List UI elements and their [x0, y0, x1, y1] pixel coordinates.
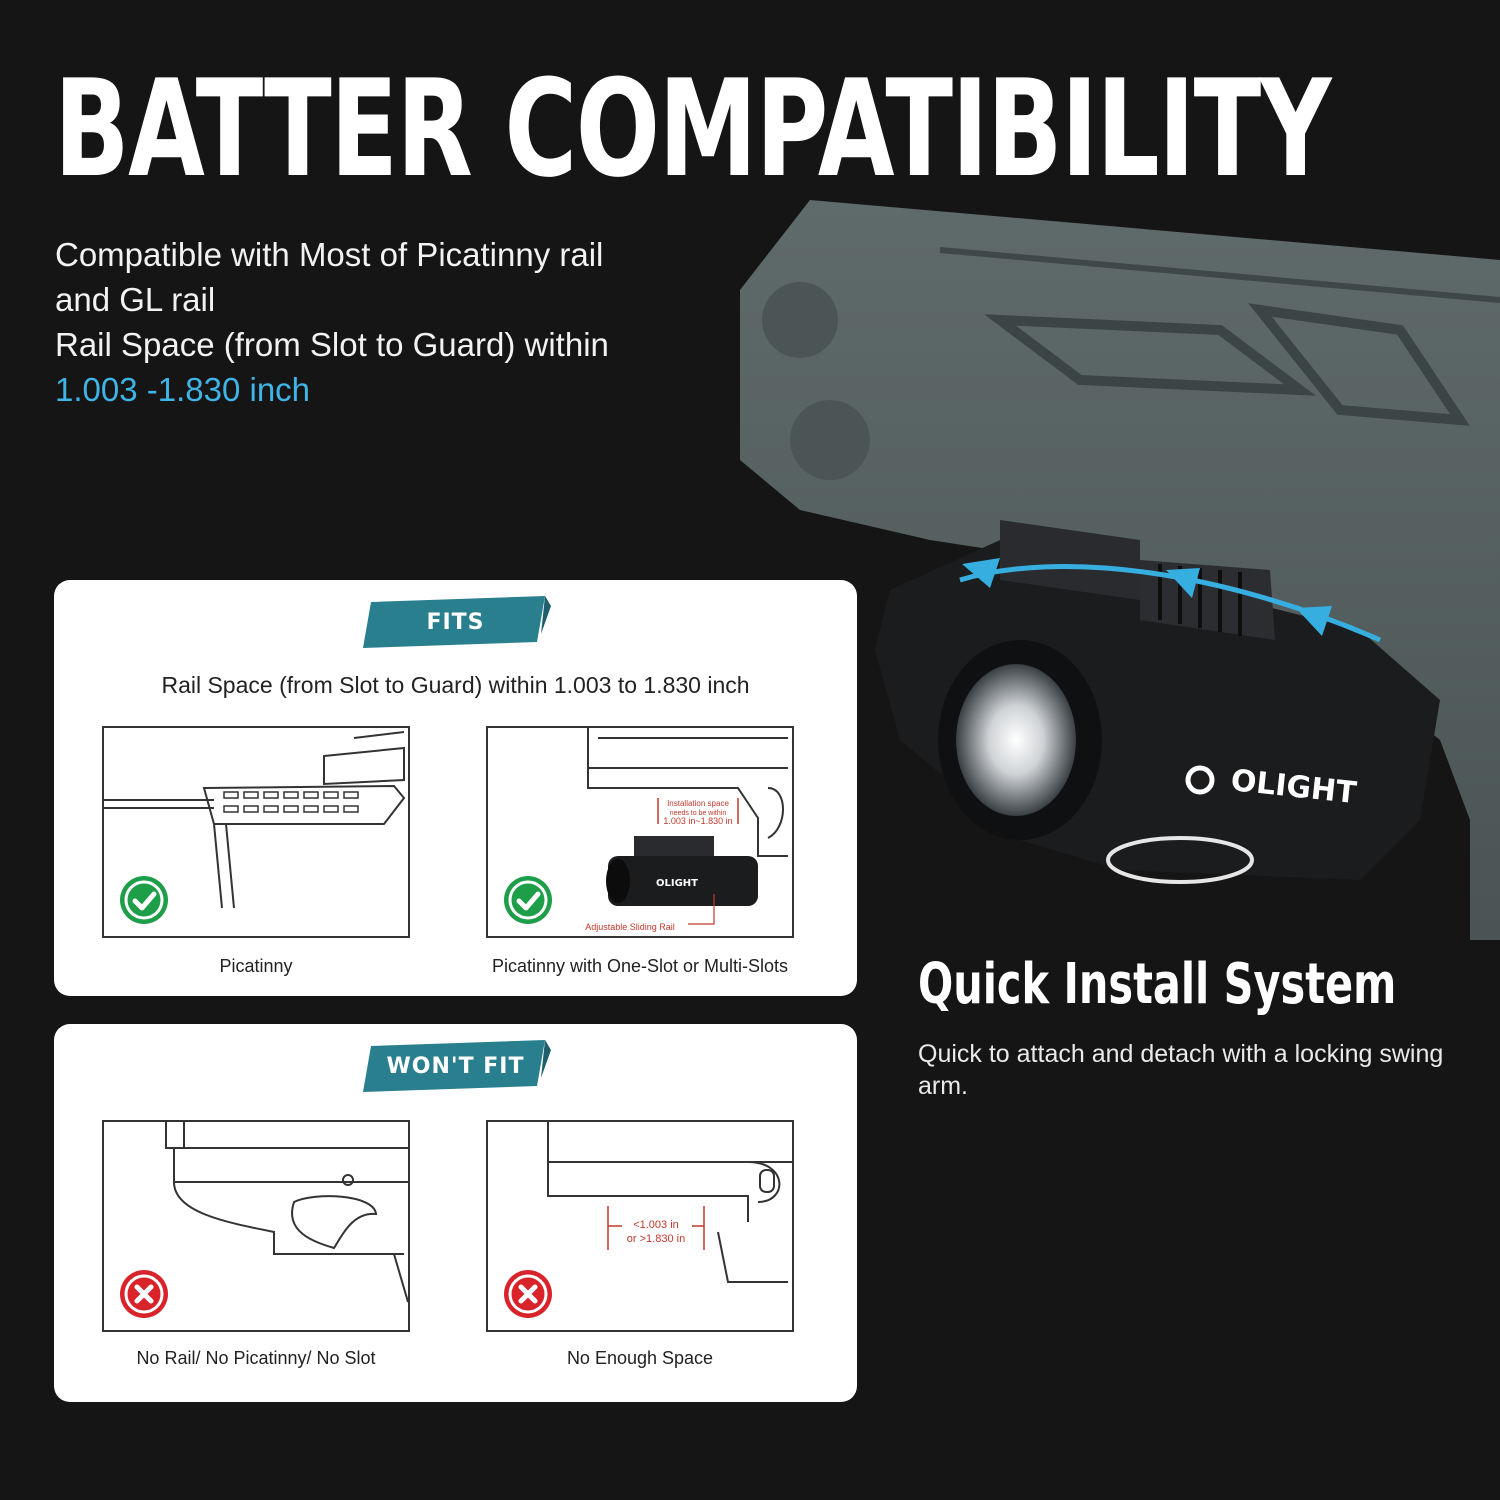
- too-small-label: <1.003 in: [633, 1219, 679, 1231]
- fit-range-label: 1.003 in~1.830 in: [663, 816, 732, 826]
- fits-panel-slots: Installation space needs to be within 1.…: [486, 726, 794, 938]
- wontfit-card: WON'T FIT No Rail/ No Picatinny/ No Slot: [54, 1024, 857, 1402]
- intro-line-1: Compatible with Most of Picatinny rail: [55, 236, 604, 273]
- wontfit-panel-no-rail: [102, 1120, 410, 1332]
- pistol-no-space-diagram: <1.003 in or >1.830 in: [547, 1122, 792, 1283]
- pistol-no-rail-diagram: [165, 1122, 408, 1303]
- rail-clamp: [1000, 520, 1140, 600]
- hero-weaponlight-illustration: OLIGHT: [740, 200, 1500, 940]
- rifle-diagram: [104, 731, 406, 909]
- wontfit-panel-no-space: <1.003 in or >1.830 in: [486, 1120, 794, 1332]
- wontfit-ribbon-label: WON'T FIT: [386, 1054, 525, 1079]
- cross-icon: [120, 1270, 168, 1318]
- fits-description: Rail Space (from Slot to Guard) within 1…: [161, 672, 750, 698]
- intro-line-3: Rail Space (from Slot to Guard) within: [55, 326, 609, 363]
- fits-caption-picatinny: Picatinny: [219, 956, 293, 976]
- fits-card: FITS Rail Space (from Slot to Guard) wit…: [54, 580, 857, 996]
- wontfit-caption-no-space: No Enough Space: [566, 1348, 714, 1368]
- installation-space-label: Installation space: [667, 799, 729, 808]
- intro-line-2: and GL rail: [55, 281, 216, 318]
- check-icon: [504, 876, 552, 924]
- intro-text: Compatible with Most of Picatinny rail a…: [55, 232, 695, 412]
- feature-title: Quick Install System: [918, 952, 1397, 1017]
- too-large-label: or >1.830 in: [627, 1233, 685, 1245]
- fits-ribbon: [362, 596, 551, 648]
- check-icon: [120, 876, 168, 924]
- sliding-rail-label: Adjustable Sliding Rail: [585, 922, 675, 932]
- needs-within-label: needs to be within: [670, 810, 727, 817]
- fits-panel-picatinny: [102, 726, 410, 938]
- wontfit-ribbon: [362, 1040, 551, 1092]
- mini-brand-label: OLIGHT: [656, 878, 698, 889]
- fits-ribbon-label: FITS: [426, 610, 485, 635]
- wontfit-caption-no-rail: No Rail/ No Picatinny/ No Slot: [136, 1348, 376, 1368]
- intro-range: 1.003 -1.830 inch: [55, 371, 311, 408]
- feature-description: Quick to attach and detach with a lockin…: [918, 1040, 1444, 1100]
- pistol-with-light-diagram: Installation space needs to be within 1.…: [585, 728, 788, 932]
- fits-caption-slots: Picatinny with One-Slot or Multi-Slots: [491, 956, 789, 976]
- page-title: BATTER COMPATIBILITY: [54, 51, 1332, 207]
- cross-icon: [504, 1270, 552, 1318]
